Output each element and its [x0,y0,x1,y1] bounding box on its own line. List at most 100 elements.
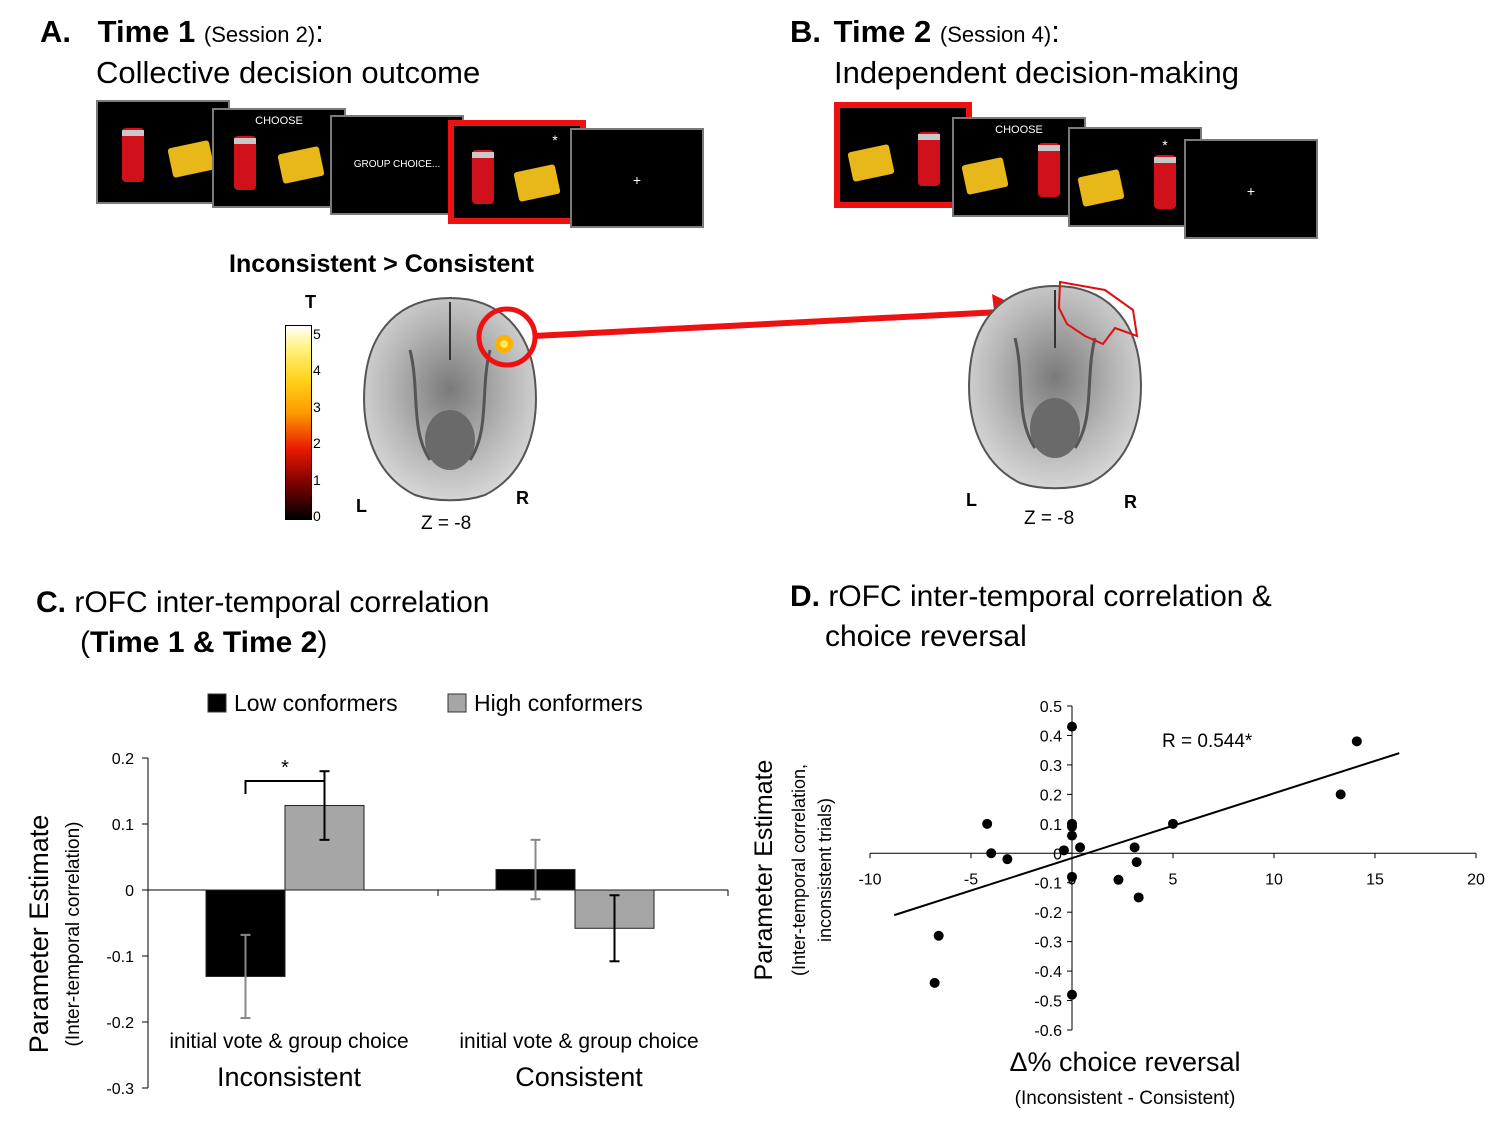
y-tick-label: 0.4 [1040,728,1062,745]
significance-star: * [281,757,289,779]
panel-d-letter: D. [790,580,820,613]
soda-can-icon [122,128,144,182]
regression-line [893,752,1400,917]
panel-a-colon: : [315,14,324,49]
y-axis-sublabel: (Inter-temporal correlation) [63,822,84,1047]
panel-d-title-line1: rOFC inter-temporal correlation & [828,580,1272,613]
y-tick-label: -0.3 [106,1081,134,1098]
soda-can-icon [1154,155,1176,209]
scatter-point [1168,818,1178,829]
brain-a-z: Z = -8 [421,513,472,534]
screen-a4-star: * [552,132,558,148]
scatter-point [1058,845,1069,856]
scatter-point [1002,854,1013,865]
scatter-point [1067,871,1077,882]
brain-a-left: L [356,496,367,516]
panel-b-session: (Session 4) [939,22,1052,47]
scatter-chart: 0.50.40.30.20.10-0.1-0.2-0.3-0.4-0.5-0.6… [750,699,1485,1109]
legend-swatch [207,693,227,713]
y-axis-label: Parameter Estimate [750,760,778,981]
scatter-point [1067,989,1077,1000]
stimulus-icons [122,128,215,182]
screen-b3-star: * [1162,137,1168,153]
screen-a3-text: GROUP CHOICE... [353,159,441,170]
y-tick-label: -0.1 [1034,876,1062,893]
screen-b4: + [1184,139,1318,239]
candy-bag-icon [961,157,1009,195]
screen-b2-text: CHOOSE [995,124,1043,136]
legend-label: Low conformers [234,690,398,716]
y-tick-label: -0.1 [106,949,134,966]
scatter-point [1129,842,1140,853]
screen-a1 [96,100,230,204]
x-tick-label: 20 [1467,871,1485,888]
significance-bracket [244,780,326,794]
panel-c-title-bold: Time 1 & Time 2 [90,626,318,659]
y-tick-label: 0 [125,883,134,900]
screen-b2: CHOOSE [952,117,1086,217]
brain-slice-a [363,296,537,502]
brain-b-z: Z = -8 [1024,508,1075,529]
y-tick-label: -0.5 [1034,994,1062,1011]
candy-bag-icon [277,146,325,184]
y-axis-sublabel: inconsistent trials) [815,798,835,942]
scatter-point [1335,789,1346,800]
scatter-point [1067,721,1077,732]
screen-a4-highlighted: * [448,120,586,224]
x-tick-label: -10 [858,871,881,888]
scatter-point [1133,892,1144,903]
candy-bag-icon [1077,169,1125,207]
contrast-title: Inconsistent > Consistent [229,250,534,278]
y-tick-label: -0.4 [1034,964,1062,981]
y-axis-sublabel: (Inter-temporal correlation, [789,764,809,976]
category-label: Inconsistent [217,1062,362,1092]
paren: ) [317,626,328,659]
panel-c-title: C. rOFC inter-temporal correlation [36,586,489,620]
panel-b-subtitle: Independent decision-making [834,55,1239,90]
x-tick-label: 5 [1169,871,1178,888]
scatter-point [1067,821,1077,832]
y-tick-label: 0.1 [1040,817,1062,834]
y-tick-label: 0.2 [1040,787,1062,804]
colorbar [285,325,312,520]
scatter-point [1067,830,1077,841]
y-tick-label: 0.5 [1040,699,1062,716]
x-tick-label: 15 [1366,871,1384,888]
rofc-roi-outline [1057,280,1139,346]
brain-a-right: R [516,488,529,508]
screen-a3: GROUP CHOICE... [330,115,464,215]
screen-a5-fixation: + [632,172,642,188]
panel-b-letter: B. [790,14,821,49]
panel-d-title: D. rOFC inter-temporal correlation & [790,580,1272,614]
y-tick-label: -0.2 [106,1015,134,1032]
panel-a-header: A. Time 1 (Session 2): [40,14,324,50]
colorbar-label: T [305,292,316,312]
connection-arrow [476,294,1025,368]
screen-a2-text: CHOOSE [255,115,303,127]
paren: ( [80,626,90,659]
y-tick-label: -0.3 [1034,935,1062,952]
scatter-point [1351,736,1362,747]
soda-can-icon [234,136,256,190]
soda-can-icon [472,150,494,204]
candy-bag-icon [167,140,215,178]
y-tick-label: -0.2 [1034,905,1062,922]
panel-b-header: B. Time 2 (Session 4): [790,14,1060,50]
panel-b-colon: : [1051,14,1060,49]
y-tick-label: 0 [1053,846,1062,863]
soda-can-icon [918,132,940,186]
x-tick-label: -5 [964,871,978,888]
scatter-point [1075,842,1086,853]
brain-b-left: L [966,490,977,510]
x-tick-label: 10 [1265,871,1283,888]
brain-slice-b [968,280,1142,490]
panel-d-title-line2: choice reversal [825,620,1027,653]
scatter-point [1113,874,1124,885]
x-axis-label: Δ% choice reversal [1009,1047,1240,1077]
y-tick-label: -0.6 [1034,1023,1062,1040]
group-sublabel: initial vote & group choice [459,1030,698,1053]
panel-a-session: (Session 2) [203,22,316,47]
panel-c-letter: C. [36,586,66,619]
scatter-point [986,848,997,859]
